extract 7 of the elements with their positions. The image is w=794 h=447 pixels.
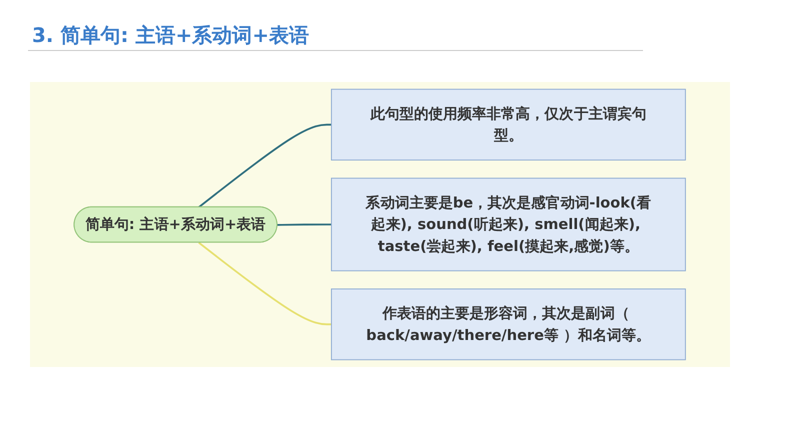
node-box: 系动词主要是be，其次是感官动词-look(看起来), sound(听起来), smell(闻起来), taste(尝起来), feel(摸起来,感觉)等。 bbox=[331, 178, 686, 272]
connector bbox=[198, 124, 332, 208]
title: 3. 简单句: 主语+系动词+表语 bbox=[32, 22, 309, 49]
node-box: 作表语的主要是形容词，其次是副词（ back/away/there/here等 ）和名词等。 bbox=[331, 288, 686, 360]
connector bbox=[278, 224, 332, 226]
connector bbox=[198, 242, 332, 326]
node-box: 此句型的使用频率非常高，仅次于主谓宾句型。 bbox=[331, 88, 686, 161]
